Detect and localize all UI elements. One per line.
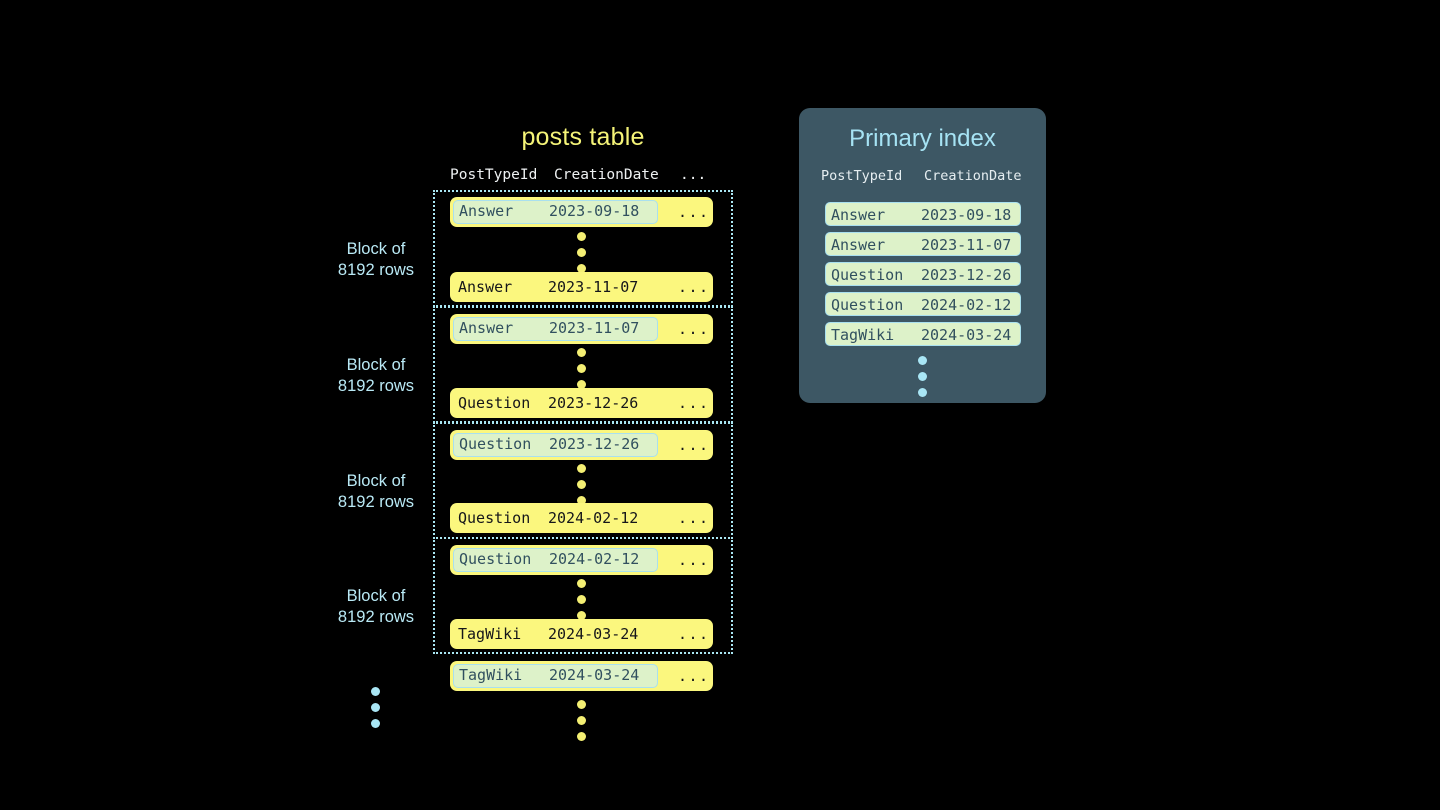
cell-post-type-id: Question <box>458 509 531 527</box>
block-4 <box>433 537 733 654</box>
index-cell-creation-date: 2024-03-24 <box>921 326 1012 344</box>
table-row: Answer 2023-09-18 ... <box>450 197 713 227</box>
index-entry-highlight <box>453 317 658 341</box>
index-column-header-creation-date: CreationDate <box>924 168 1022 184</box>
table-continuation-dots <box>577 700 586 741</box>
index-row: Question 2023-12-26 <box>825 262 1021 286</box>
cell-creation-date: 2024-02-12 <box>548 509 639 527</box>
index-row: Answer 2023-11-07 <box>825 232 1021 256</box>
block-2-label: Block of 8192 rows <box>296 355 456 397</box>
block-2-label-line1: Block of <box>346 356 406 374</box>
block-3-label-line1: Block of <box>346 472 406 490</box>
cell-post-type-id: Answer <box>459 319 514 337</box>
cell-ellipsis: ... <box>678 278 710 296</box>
table-row: Answer 2023-11-07 ... <box>450 314 713 344</box>
table-row: Question 2023-12-26 ... <box>450 388 713 418</box>
block-4-label-line1: Block of <box>346 587 406 605</box>
block-4-label-line2: 8192 rows <box>337 608 415 626</box>
cell-ellipsis: ... <box>678 394 710 412</box>
table-row: Answer 2023-11-07 ... <box>450 272 713 302</box>
block-3-label-line2: 8192 rows <box>337 493 415 511</box>
cell-ellipsis: ... <box>678 551 710 569</box>
block-3-label: Block of 8192 rows <box>296 471 456 513</box>
block-1-label: Block of 8192 rows <box>296 239 456 281</box>
posts-table-column-headers: PostTypeId CreationDate ... <box>450 167 713 185</box>
cell-post-type-id: TagWiki <box>459 666 523 684</box>
index-entry-highlight <box>453 200 658 224</box>
cell-ellipsis: ... <box>678 509 710 527</box>
cell-creation-date: 2024-03-24 <box>549 666 640 684</box>
index-cell-creation-date: 2023-12-26 <box>921 266 1012 284</box>
cell-creation-date: 2024-03-24 <box>548 625 639 643</box>
cell-post-type-id: Answer <box>459 202 514 220</box>
posts-table-title: posts table <box>521 123 645 151</box>
cell-creation-date: 2023-09-18 <box>549 202 640 220</box>
cell-creation-date: 2023-11-07 <box>548 278 639 296</box>
table-row: TagWiki 2024-03-24 ... <box>450 619 713 649</box>
block-1-label-line1: Block of <box>346 240 406 258</box>
row-ellipsis-dots <box>577 579 586 620</box>
table-row: Question 2024-02-12 ... <box>450 503 713 533</box>
row-ellipsis-dots <box>577 464 586 505</box>
cell-creation-date: 2023-12-26 <box>549 435 640 453</box>
index-cell-post-type-id: TagWiki <box>831 326 895 344</box>
cell-ellipsis: ... <box>678 203 710 221</box>
index-entry-highlight <box>453 433 658 457</box>
column-header-ellipsis: ... <box>680 167 707 183</box>
table-row-trailing: TagWiki 2024-03-24 ... <box>450 661 713 691</box>
column-header-creation-date: CreationDate <box>554 167 659 183</box>
block-1-label-line2: 8192 rows <box>337 261 415 279</box>
index-column-header-post-type-id: PostTypeId <box>821 168 903 184</box>
cell-post-type-id: TagWiki <box>458 625 522 643</box>
cell-creation-date: 2023-12-26 <box>548 394 639 412</box>
index-continuation-dots <box>918 356 927 397</box>
index-cell-creation-date: 2023-11-07 <box>921 236 1012 254</box>
blocks-continuation-dots <box>371 687 380 728</box>
block-4-label: Block of 8192 rows <box>296 586 456 628</box>
index-row: TagWiki 2024-03-24 <box>825 322 1021 346</box>
cell-ellipsis: ... <box>678 625 710 643</box>
cell-creation-date: 2024-02-12 <box>549 550 640 568</box>
index-cell-post-type-id: Answer <box>831 236 886 254</box>
index-row: Question 2024-02-12 <box>825 292 1021 316</box>
table-row: Question 2024-02-12 ... <box>450 545 713 575</box>
index-cell-post-type-id: Answer <box>831 206 886 224</box>
index-row: Answer 2023-09-18 <box>825 202 1021 226</box>
cell-creation-date: 2023-11-07 <box>549 319 640 337</box>
block-2-label-line2: 8192 rows <box>337 377 415 395</box>
row-ellipsis-dots <box>577 232 586 273</box>
cell-post-type-id: Answer <box>458 278 513 296</box>
cell-ellipsis: ... <box>678 436 710 454</box>
row-ellipsis-dots <box>577 348 586 389</box>
primary-index-title: Primary index <box>849 125 996 152</box>
primary-index-column-headers: PostTypeId CreationDate <box>821 168 1026 186</box>
cell-ellipsis: ... <box>678 667 710 685</box>
cell-post-type-id: Question <box>458 394 531 412</box>
column-header-post-type-id: PostTypeId <box>450 167 538 183</box>
primary-index-panel: Primary index PostTypeId CreationDate An… <box>799 108 1046 403</box>
cell-post-type-id: Question <box>459 435 532 453</box>
index-cell-creation-date: 2024-02-12 <box>921 296 1012 314</box>
cell-ellipsis: ... <box>678 320 710 338</box>
cell-post-type-id: Question <box>459 550 532 568</box>
index-entry-highlight <box>453 548 658 572</box>
table-row: Question 2023-12-26 ... <box>450 430 713 460</box>
index-entry-highlight <box>453 664 658 688</box>
index-cell-creation-date: 2023-09-18 <box>921 206 1012 224</box>
index-cell-post-type-id: Question <box>831 266 904 284</box>
index-cell-post-type-id: Question <box>831 296 904 314</box>
